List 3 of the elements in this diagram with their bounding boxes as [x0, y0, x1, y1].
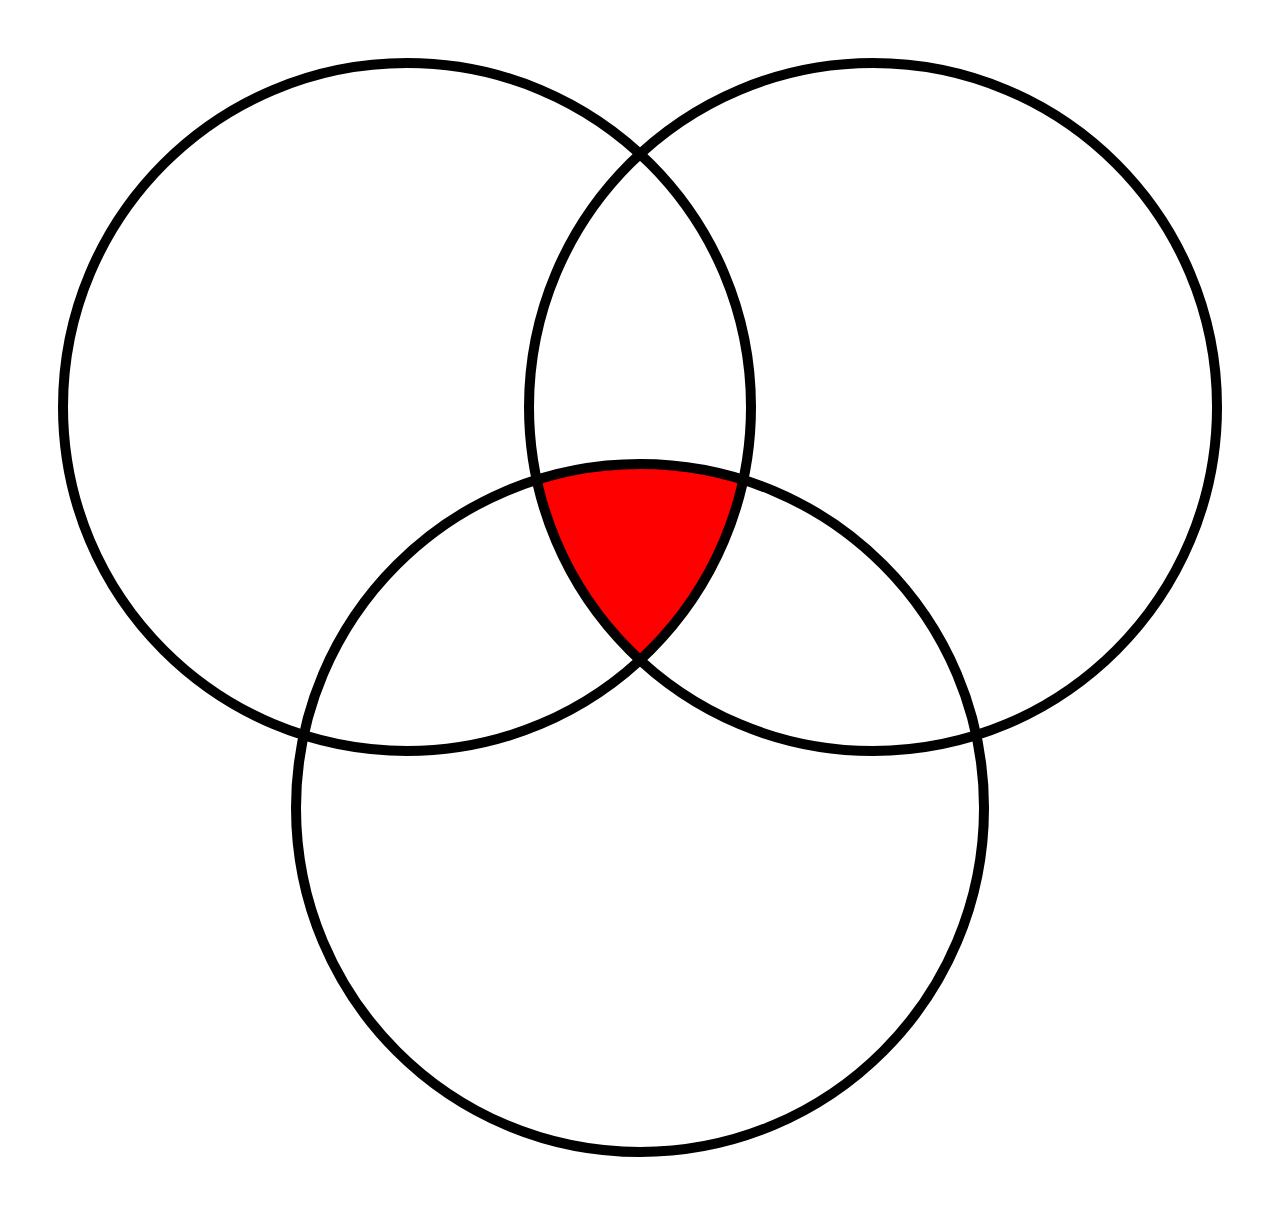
venn-circle: [524, 58, 1222, 756]
venn-circle: [58, 58, 756, 756]
venn-circle: [291, 459, 989, 1157]
